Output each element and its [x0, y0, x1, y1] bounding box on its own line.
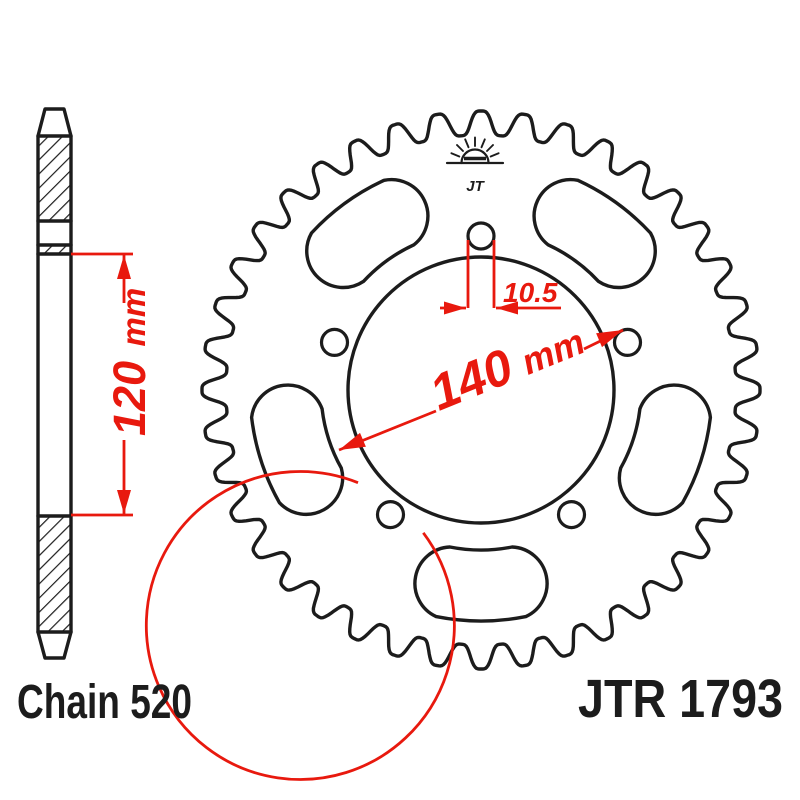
dimension-arrowhead [496, 301, 518, 315]
bolt-hole [319, 327, 350, 357]
bolt-hole [556, 499, 587, 530]
bore-diameter-dimension: 120 mm [104, 288, 155, 436]
chain-size-label: Chain 520 [17, 676, 192, 729]
side-view-section-lines [36, 134, 73, 634]
sun-ray-icon [450, 152, 461, 158]
side-view-outline [36, 107, 73, 660]
sun-ray-icon [464, 138, 470, 149]
bolt-circle-unit: mm [516, 320, 591, 382]
lightening-cutout [305, 177, 430, 290]
lightening-cutout [413, 545, 549, 623]
hatch-band-narrow [38, 245, 71, 254]
sun-ray-icon [456, 144, 464, 152]
bolt-hole [612, 327, 643, 357]
sprocket-front-view: JT [144, 109, 762, 781]
dimension-arrowheads [117, 255, 623, 514]
dimension-arrowhead [339, 432, 366, 450]
bolt-hole [466, 221, 496, 251]
lightening-cutout [617, 383, 713, 517]
center-bore-circle [346, 255, 616, 525]
lightening-cutouts [249, 177, 713, 623]
bolt-circle-dimension: 140 mm [422, 309, 591, 421]
sun-ray-icon [480, 138, 486, 149]
dimension-arrowhead [117, 255, 131, 279]
sun-ray-icon [489, 152, 500, 158]
lightening-cutout [249, 383, 345, 517]
bore-diameter-unit: mm [115, 288, 152, 347]
sun-dome-icon [460, 148, 490, 165]
hatch-region-top [38, 136, 71, 221]
bolt-circle [144, 470, 456, 781]
jt-logo: JT [445, 136, 505, 195]
sun-ray-icon [486, 144, 494, 152]
sprocket-teeth-outline [200, 109, 762, 671]
side-section-view [36, 107, 73, 660]
bolt-holes [319, 221, 643, 530]
dimension-arrowhead [444, 301, 466, 315]
bolt-circle-value: 140 [422, 338, 521, 421]
bolt-hole [375, 499, 406, 530]
lightening-cutout [532, 177, 657, 290]
bolt-hole-dimension: 10.5 [503, 277, 558, 308]
dimension-arrowhead [117, 490, 131, 514]
part-number-label: JTR 1793 [578, 669, 783, 729]
hatch-region-bottom [38, 516, 71, 632]
logo-text: JT [466, 178, 485, 195]
dimension-arrowhead [596, 330, 623, 348]
bore-diameter-value: 120 [104, 361, 155, 436]
